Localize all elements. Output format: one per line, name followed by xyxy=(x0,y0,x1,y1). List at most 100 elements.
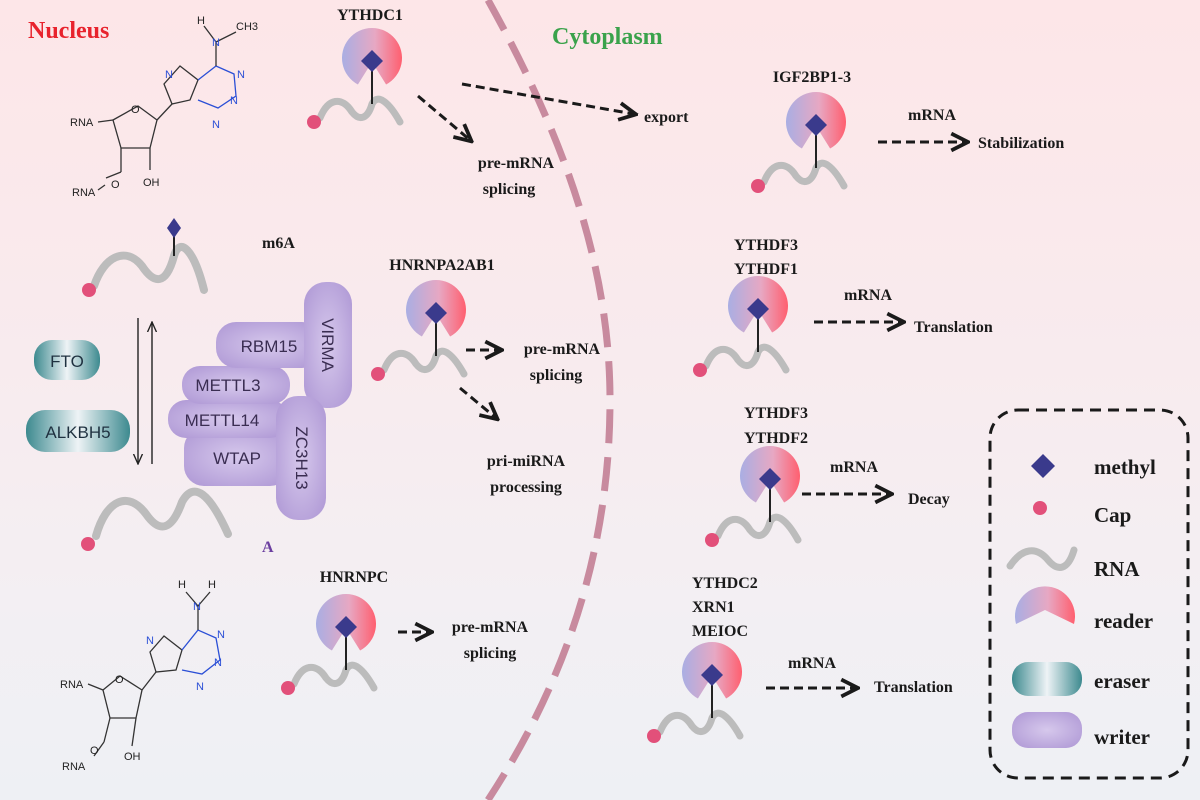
legend-methyl-icon xyxy=(1031,454,1055,478)
methyl-marker xyxy=(361,50,383,72)
outcome-hnrnpa2ab1-splicing-2: splicing xyxy=(530,367,582,384)
mrna-label-ythdc2: mRNA xyxy=(788,655,836,672)
reader-label-ythdf3-b: YTHDF3 xyxy=(744,405,808,422)
outcome-ythdc2-translation: Translation xyxy=(874,679,953,696)
reader-igf2bp-glyph xyxy=(751,92,848,193)
outcome-ythdc1-splicing-2: splicing xyxy=(483,181,535,198)
eraser-alkbh5: ALKBH5 xyxy=(26,410,130,452)
methyl-marker xyxy=(701,664,723,686)
cap-marker xyxy=(751,179,765,193)
cap-marker xyxy=(371,367,385,381)
svg-text:METTL3: METTL3 xyxy=(195,376,260,395)
svg-text:N: N xyxy=(196,681,204,693)
reader-label-hnrnpa2ab1: HNRNPA2AB1 xyxy=(389,257,494,274)
cap-marker xyxy=(82,283,96,297)
mrna-label-igf2bp: mRNA xyxy=(908,107,956,124)
svg-text:CH3: CH3 xyxy=(236,21,258,33)
outcome-hnrnpc-splicing-1: pre-mRNA xyxy=(452,619,529,636)
svg-text:OH: OH xyxy=(124,751,141,763)
legend-eraser-label: eraser xyxy=(1094,669,1150,693)
outcome-ythdf1-translation: Translation xyxy=(914,319,993,336)
rna-strand xyxy=(316,95,404,126)
methyl-marker xyxy=(167,218,181,238)
reader-ythdf2-glyph xyxy=(705,446,802,547)
m6a-structure xyxy=(97,25,237,191)
arrow-ythdc1-splicing xyxy=(417,94,470,140)
svg-text:WTAP: WTAP xyxy=(213,449,261,468)
m6a-structure-labels: RNA O O RNA OH N N N N N H CH3 xyxy=(70,15,258,199)
legend-cap-label: Cap xyxy=(1094,503,1131,527)
adenosine-structure-labels: RNA O O RNA OH N N N N N H H xyxy=(60,579,225,773)
unmethylated-rna xyxy=(81,487,232,551)
cap-marker xyxy=(307,115,321,129)
outcome-hnrnpa2ab1-splicing-1: pre-mRNA xyxy=(524,341,601,358)
legend-border xyxy=(988,408,1190,780)
cap-marker xyxy=(693,363,707,377)
reader-label-ythdc1: YTHDC1 xyxy=(337,7,403,24)
cytoplasm-title: Cytoplasm xyxy=(552,24,663,50)
svg-text:RNA: RNA xyxy=(70,117,94,129)
mrna-label-ythdf1: mRNA xyxy=(844,287,892,304)
svg-text:N: N xyxy=(214,657,222,669)
rna-strand xyxy=(656,709,744,740)
methyl-marker xyxy=(805,114,827,136)
methylated-rna xyxy=(82,218,208,297)
m6a-label: m6A xyxy=(262,235,295,252)
svg-text:OH: OH xyxy=(143,177,160,189)
reader-ythdf1-glyph xyxy=(693,276,790,377)
legend-methyl-label: methyl xyxy=(1094,455,1156,479)
reader-label-ythdf3-a: YTHDF3 xyxy=(734,237,798,254)
svg-text:H: H xyxy=(208,579,216,591)
legend-writer-label: writer xyxy=(1094,725,1150,749)
reader-label-hnrnpc: HNRNPC xyxy=(320,569,388,586)
rna-strand xyxy=(702,343,790,374)
svg-text:N: N xyxy=(217,629,225,641)
methyl-marker xyxy=(747,298,769,320)
writer-zc3h13 xyxy=(276,396,326,520)
rna-strand xyxy=(380,347,468,378)
legend-writer-icon xyxy=(1012,712,1082,748)
methyl-marker xyxy=(335,616,357,638)
reader-label-ythdf2: YTHDF2 xyxy=(744,430,808,447)
writer-mettl3 xyxy=(182,366,290,404)
arrow-hnrnpa2ab1-processing xyxy=(459,386,496,418)
svg-text:FTO: FTO xyxy=(50,352,84,371)
svg-text:RBM15: RBM15 xyxy=(241,337,298,356)
outcome-ythdc1-export: export xyxy=(644,109,689,126)
cap-marker xyxy=(647,729,661,743)
svg-text:N: N xyxy=(146,635,154,647)
arrow-ythdc1-export xyxy=(461,82,634,114)
methyl-marker xyxy=(425,302,447,324)
svg-text:N: N xyxy=(212,119,220,131)
reader-label-meioc: MEIOC xyxy=(692,623,748,640)
methyl-marker xyxy=(759,468,781,490)
writer-complex: WTAP METTL14 METTL3 RBM15 VIRMA ZC3H13 xyxy=(168,282,352,520)
svg-text:N: N xyxy=(230,95,238,107)
svg-text:N: N xyxy=(237,69,245,81)
svg-text:N: N xyxy=(165,69,173,81)
writer-wtap xyxy=(184,428,290,486)
outcome-ythdc1-splicing-1: pre-mRNA xyxy=(478,155,555,172)
reader-hnrnpc-glyph xyxy=(281,594,378,695)
reader-hnrnpa2ab1-glyph xyxy=(371,280,468,381)
svg-text:RNA: RNA xyxy=(72,187,96,199)
reader-label-ythdc2: YTHDC2 xyxy=(692,575,758,592)
rna-strand xyxy=(760,159,848,190)
svg-text:METTL14: METTL14 xyxy=(185,411,260,430)
svg-text:H: H xyxy=(178,579,186,591)
mrna-label-ythdf2: mRNA xyxy=(830,459,878,476)
svg-text:RNA: RNA xyxy=(62,761,86,773)
reader-ythdc1-glyph xyxy=(307,28,404,129)
svg-text:ZC3H13: ZC3H13 xyxy=(292,426,311,489)
outcome-igf2bp-stabilization: Stabilization xyxy=(978,135,1064,152)
svg-text:O: O xyxy=(111,179,120,191)
reader-label-ythdf1: YTHDF1 xyxy=(734,261,798,278)
outcome-hnrnpa2ab1-processing-1: pri-miRNA xyxy=(487,453,566,470)
adenosine-structure xyxy=(87,591,221,757)
legend-rna-label: RNA xyxy=(1094,557,1140,581)
writer-rbm15 xyxy=(216,322,322,368)
svg-text:O: O xyxy=(115,674,124,686)
reader-label-xrn1: XRN1 xyxy=(692,599,735,616)
